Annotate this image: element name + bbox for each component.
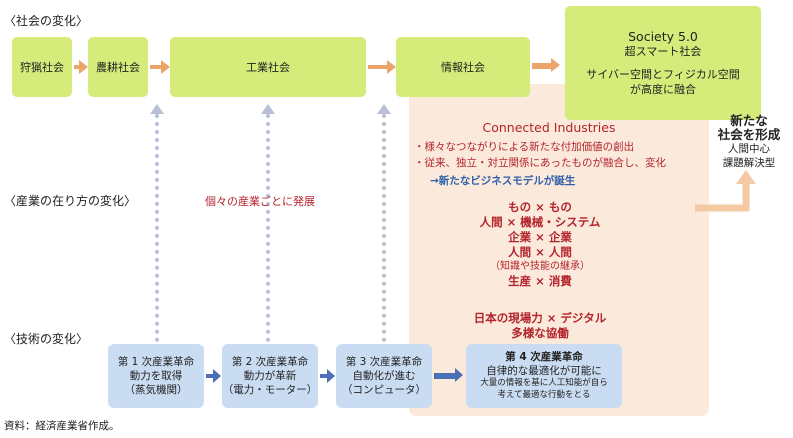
combo-list: もの × もの 人間 × 機械・システム 企業 × 企業 人間 × 人間 （知識… (440, 200, 640, 289)
ci-bullet-2: ・従来、独立・対立関係にあったものが融合し、変化 (414, 157, 666, 169)
section-label-technology: 〈技術の変化〉 (4, 332, 89, 346)
ci-bullet-1: ・様々なつながりによる新たな付加価値の創出 (414, 141, 635, 153)
society-stage-hunting: 狩猟社会 (12, 37, 72, 97)
society-5-subtitle: 超スマート社会 (624, 45, 702, 58)
ci-new-business-model: →新たなビジネスモデルが誕生 (430, 175, 576, 187)
combo-note: （知識や技能の継承） (490, 261, 590, 272)
society-5-title: Society 5.0 (628, 29, 698, 44)
arrow-stage-4-5 (532, 58, 560, 72)
dotted-arrow-rev3 (382, 114, 386, 342)
dotted-arrow-rev1 (155, 114, 159, 342)
section-label-society: 〈社会の変化〉 (4, 14, 89, 28)
revolution-4-line3: 考えて最適な行動をとる (497, 390, 591, 400)
individual-development-text: 個々の産業ごとに発展 (205, 195, 315, 208)
arrow-rev-1-2 (206, 369, 221, 383)
connected-industries-title: Connected Industries (482, 120, 616, 135)
society-5-desc-line2: が高度に融合 (630, 83, 696, 96)
new-society-line4: 課題解決型 (722, 157, 776, 169)
new-society-text: 新たな 社会を形成 人間中心 課題解決型 (712, 114, 786, 170)
arrow-head-rev1 (150, 104, 164, 114)
society-stage-label: 農耕社会 (96, 61, 140, 74)
japan-strength: 日本の現場力 × デジタル 多様な協働 (440, 311, 640, 341)
revolution-4-box: 第 4 次産業革命 自律的な最適化が可能に 大量の情報を基に人工知能が自ら 考え… (466, 344, 622, 408)
combo-item: 人間 × 人間 (508, 245, 572, 259)
arrow-head-rev2 (261, 104, 275, 114)
section-label-industry: 〈産業の在り方の変化〉 (4, 194, 137, 208)
japan-line2: 多様な協働 (511, 326, 569, 340)
arrow-head-rev3 (377, 104, 391, 114)
revolution-line2: （電力・モーター） (222, 384, 318, 396)
revolution-2-box: 第 2 次産業革命 動力が革新 （電力・モーター） (222, 344, 318, 408)
society-stage-agrarian: 農耕社会 (88, 37, 148, 97)
new-society-line1: 新たな (730, 113, 768, 128)
arrow-stage-2-3 (150, 60, 170, 74)
new-society-arrow (695, 170, 756, 212)
society-stage-industrial: 工業社会 (170, 37, 366, 97)
revolution-4-title: 第 4 次産業革命 (505, 351, 583, 363)
revolution-line2: （コンピュータ） (342, 384, 426, 396)
new-society-line3: 人間中心 (728, 143, 770, 155)
japan-line1: 日本の現場力 × デジタル (473, 311, 607, 325)
new-society-line2: 社会を形成 (717, 127, 781, 142)
revolution-line1: 動力を取得 (129, 370, 183, 382)
arrow-rev-3-4 (434, 368, 463, 382)
revolution-4-line1: 自律的な最適化が可能に (486, 365, 602, 377)
society-stage-label: 狩猟社会 (20, 61, 64, 74)
combo-item: 生産 × 消費 (508, 274, 572, 288)
arrow-stage-3-4 (368, 60, 396, 74)
revolution-line1: 自動化が進む (352, 370, 416, 382)
revolution-title: 第 3 次産業革命 (345, 356, 423, 368)
society-stage-label: 情報社会 (441, 61, 485, 74)
society-stage-label: 工業社会 (246, 61, 290, 74)
revolution-title: 第 1 次産業革命 (117, 356, 195, 368)
combo-item: 人間 × 機械・システム (479, 215, 601, 229)
dotted-arrow-rev2 (266, 114, 270, 342)
combo-item: 企業 × 企業 (508, 230, 572, 244)
source-note: 資料：経済産業省作成。 (4, 420, 120, 432)
revolution-title: 第 2 次産業革命 (231, 356, 309, 368)
revolution-line2: （蒸気機関） (124, 384, 188, 396)
revolution-line1: 動力が革新 (243, 370, 297, 382)
arrow-stage-1-2 (74, 60, 88, 74)
arrow-rev-2-3 (320, 369, 335, 383)
society-stage-information: 情報社会 (396, 37, 530, 97)
society-5-desc-line1: サイバー空間とフィジカル空間 (586, 68, 740, 81)
society-5-box: Society 5.0 超スマート社会 サイバー空間とフィジカル空間 が高度に融… (565, 6, 761, 120)
revolution-3-box: 第 3 次産業革命 自動化が進む （コンピュータ） (336, 344, 432, 408)
revolution-1-box: 第 1 次産業革命 動力を取得 （蒸気機関） (108, 344, 204, 408)
revolution-4-line2: 大量の情報を基に人工知能が自ら (480, 378, 608, 388)
combo-item: もの × もの (508, 200, 572, 214)
